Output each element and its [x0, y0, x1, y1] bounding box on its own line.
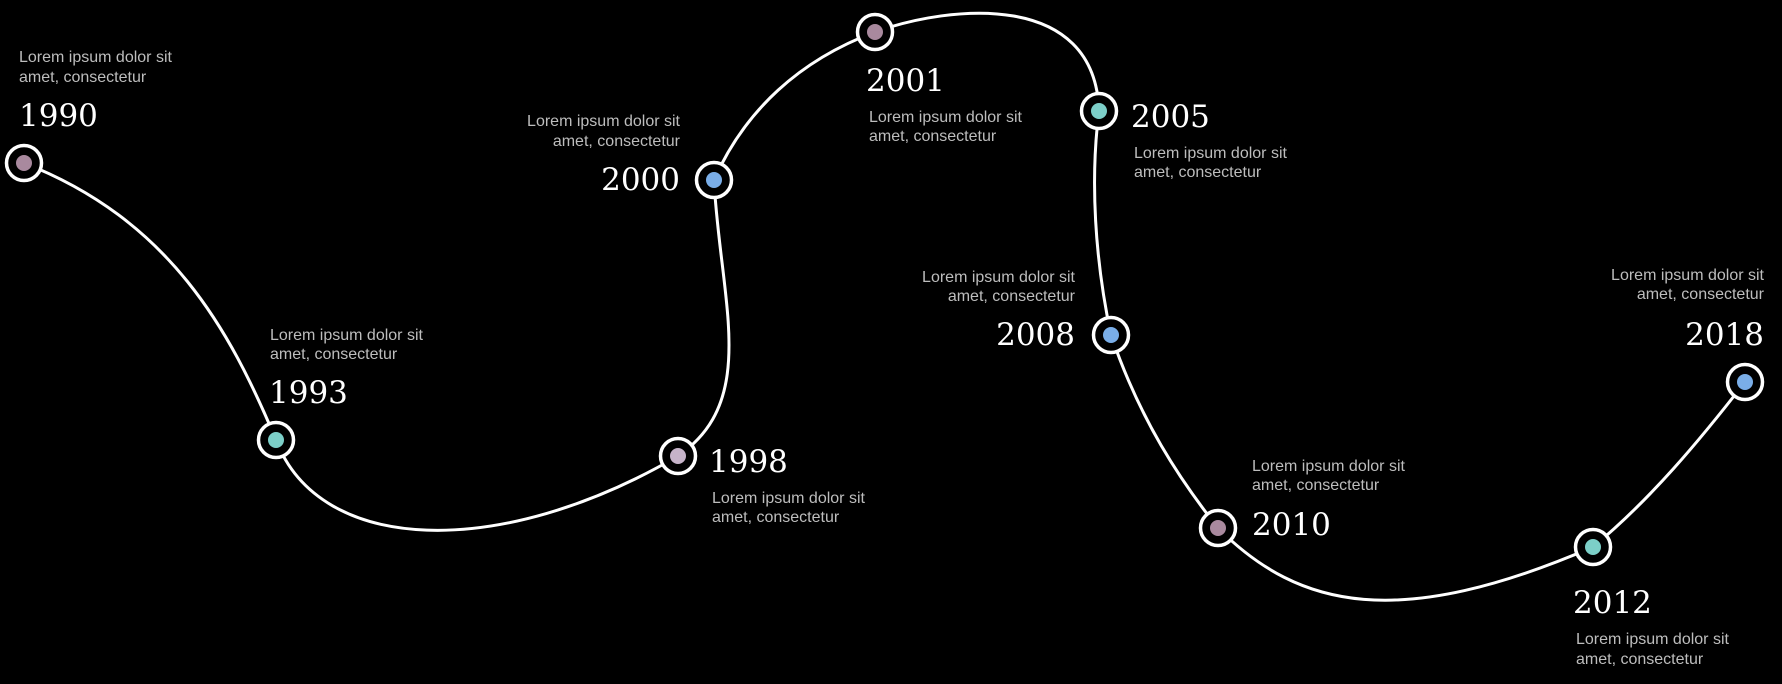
milestone-desc-line1: Lorem ipsum dolor sit	[1611, 267, 1765, 284]
milestone-2012: 2012 Lorem ipsum dolor sit amet, consect…	[1573, 527, 1730, 668]
milestone-year: 1998	[709, 444, 788, 480]
milestone-year: 2000	[601, 162, 680, 198]
milestone-desc-line1: Lorem ipsum dolor sit	[19, 49, 173, 66]
milestone-desc-line2: amet, consectetur	[553, 133, 681, 150]
milestone-year: 1990	[19, 98, 98, 134]
milestone-dot	[268, 432, 284, 448]
milestone-2000: 2000 Lorem ipsum dolor sit amet, consect…	[527, 113, 734, 200]
milestone-desc-line2: amet, consectetur	[270, 346, 398, 363]
milestone-desc-line1: Lorem ipsum dolor sit	[712, 490, 866, 507]
milestone-desc-line1: Lorem ipsum dolor sit	[869, 109, 1023, 126]
milestone-desc-line1: Lorem ipsum dolor sit	[270, 327, 424, 344]
milestone-year: 2005	[1131, 99, 1210, 135]
timeline-path	[23, 11, 1747, 602]
milestone-desc-line2: amet, consectetur	[712, 509, 840, 526]
milestone-dot	[1210, 520, 1226, 536]
milestone-desc-line2: amet, consectetur	[1576, 651, 1704, 668]
milestone-desc-line2: amet, consectetur	[1252, 477, 1380, 494]
milestone-dot	[1737, 374, 1753, 390]
milestone-desc-line2: amet, consectetur	[19, 69, 147, 86]
milestone-year: 2001	[866, 63, 945, 99]
milestone-desc-line2: amet, consectetur	[869, 128, 997, 145]
milestone-1998: 1998 Lorem ipsum dolor sit amet, consect…	[658, 436, 866, 526]
milestone-year: 1993	[269, 375, 348, 411]
milestone-desc-line1: Lorem ipsum dolor sit	[922, 269, 1076, 286]
milestone-2018: 2018 Lorem ipsum dolor sit amet, consect…	[1611, 267, 1765, 402]
milestone-dot	[1103, 327, 1119, 343]
milestone-desc-line2: amet, consectetur	[1637, 286, 1765, 303]
milestone-2008: 2008 Lorem ipsum dolor sit amet, consect…	[922, 269, 1131, 355]
milestone-2001: 2001 Lorem ipsum dolor sit amet, consect…	[855, 12, 1023, 145]
milestone-1990: 1990 Lorem ipsum dolor sit amet, consect…	[4, 49, 173, 183]
milestone-year: 2010	[1252, 507, 1331, 543]
milestone-desc-line1: Lorem ipsum dolor sit	[1576, 631, 1730, 648]
milestone-dot	[1585, 539, 1601, 555]
milestone-desc-line2: amet, consectetur	[948, 288, 1076, 305]
milestone-2005: 2005 Lorem ipsum dolor sit amet, consect…	[1079, 91, 1288, 181]
milestone-dot	[16, 155, 32, 171]
milestone-dot	[706, 172, 722, 188]
milestone-year: 2008	[996, 317, 1075, 353]
milestone-year: 2018	[1685, 317, 1764, 353]
milestone-2010: 2010 Lorem ipsum dolor sit amet, consect…	[1198, 458, 1406, 548]
milestone-desc-line1: Lorem ipsum dolor sit	[1134, 145, 1288, 162]
milestone-dot	[867, 24, 883, 40]
milestone-year: 2012	[1573, 585, 1652, 621]
milestone-desc-line1: Lorem ipsum dolor sit	[1252, 458, 1406, 475]
milestone-dot	[670, 448, 686, 464]
milestone-desc-line2: amet, consectetur	[1134, 164, 1262, 181]
milestone-dot	[1091, 103, 1107, 119]
milestone-desc-line1: Lorem ipsum dolor sit	[527, 113, 681, 130]
milestone-1993: 1993 Lorem ipsum dolor sit amet, consect…	[256, 327, 424, 460]
